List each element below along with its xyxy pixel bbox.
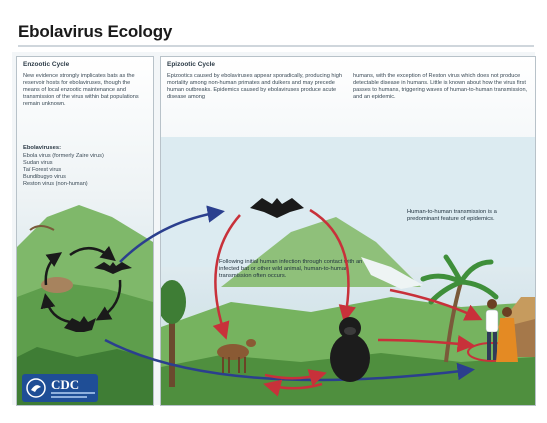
ape-icon [330, 317, 370, 382]
wild-to-human-arrow [390, 290, 478, 318]
enzootic-arrow-bottom [46, 298, 70, 322]
ape-duiker-arrow [268, 384, 322, 388]
cdc-logo: CDC [22, 374, 98, 402]
logo-subline [51, 392, 95, 394]
enzootic-arrow-left [46, 255, 58, 285]
duiker-ape-arrow [265, 374, 322, 378]
bat-to-duiker-arrow [215, 215, 240, 335]
duiker-icon [217, 339, 256, 373]
human-woman-icon [496, 307, 518, 362]
enzootic-arrow-top [70, 248, 112, 258]
bat-icon [250, 198, 304, 218]
cdc-logo-text: CDC [51, 377, 79, 393]
hhs-eagle-icon [26, 378, 46, 398]
human-adult-icon [486, 299, 498, 360]
cave-shading [30, 226, 54, 230]
bat-icon [94, 262, 132, 274]
enzootic-arrow-right [100, 280, 120, 318]
ape-to-human-arrow [378, 340, 470, 345]
bat-to-ape-arrow [310, 210, 348, 318]
bat-to-human-arrow [105, 340, 470, 380]
bat-icon [64, 316, 96, 332]
logo-subline [51, 396, 87, 398]
bat-to-wild-bat-arrow [120, 212, 220, 262]
